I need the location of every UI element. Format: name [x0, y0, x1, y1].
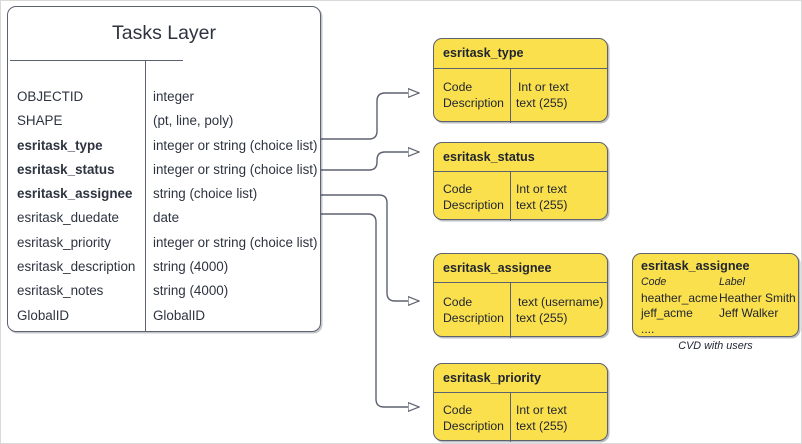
cvd-header-label: Label: [719, 276, 745, 288]
domain-description-type: text (255): [516, 419, 568, 433]
domain-title: esritask_priority: [443, 371, 542, 385]
domain-code-type: Int or text: [518, 80, 569, 94]
cvd-header-row: Code Label: [641, 276, 796, 291]
cvd-header-code: Code: [641, 276, 667, 288]
field-type: integer or string (choice list): [153, 234, 318, 250]
connector-esritask-status: [321, 152, 419, 171]
connector-esritask-assignee: [321, 194, 419, 301]
field-name: GlobalID: [17, 307, 70, 323]
field-name: esritask_type: [17, 137, 103, 153]
cvd-label: Heather Smith: [719, 291, 796, 306]
domain-esritask-type[interactable]: esritask_type Code Description Int or te…: [433, 38, 608, 123]
domain-esritask-priority[interactable]: esritask_priority Code Description Int o…: [433, 363, 608, 442]
field-name: esritask_assignee: [17, 186, 133, 202]
field-type: integer or string (choice list): [153, 137, 318, 153]
header-divider: [434, 392, 607, 393]
domain-description-type: text (255): [516, 198, 568, 212]
table-row[interactable]: esritask_duedate date: [8, 210, 320, 234]
domain-code-label: Code: [443, 182, 473, 196]
field-type: GlobalID: [153, 307, 206, 323]
entity-tasks-layer[interactable]: Tasks Layer OBJECTID integer SHAPE (pt, …: [7, 6, 321, 332]
table-row[interactable]: esritask_assignee string (choice list): [8, 186, 320, 210]
domain-title: esritask_type: [443, 46, 524, 60]
domain-code-type: Int or text: [516, 403, 567, 417]
domain-code-label: Code: [443, 295, 473, 309]
table-row[interactable]: esritask_type integer or string (choice …: [8, 138, 320, 162]
connector-esritask-type: [321, 93, 419, 140]
domain-description-label: Description: [443, 311, 504, 325]
connector-esritask-priority: [321, 213, 419, 407]
header-divider: [434, 171, 607, 172]
field-name: OBJECTID: [17, 89, 84, 104]
header-divider: [10, 60, 183, 61]
domain-title: esritask_status: [443, 150, 535, 164]
field-name: esritask_status: [17, 161, 115, 177]
field-name: SHAPE: [17, 113, 63, 129]
field-type: date: [153, 210, 180, 226]
domain-code-label: Code: [443, 80, 473, 94]
table-row[interactable]: esritask_description string (4000): [8, 259, 320, 283]
field-type: string (choice list): [153, 186, 258, 202]
cvd-caption: CVD with users: [678, 340, 753, 352]
field-name: esritask_description: [17, 259, 136, 275]
table-row[interactable]: SHAPE (pt, line, poly): [8, 113, 320, 137]
domain-description-type: text (255): [516, 311, 568, 325]
field-name: esritask_priority: [17, 234, 111, 250]
field-type: integer or string (choice list): [153, 161, 318, 177]
field-list: OBJECTID integer SHAPE (pt, line, poly) …: [8, 89, 320, 332]
domain-code-label: Code: [443, 403, 473, 417]
domain-code-type: text (username): [518, 295, 604, 309]
cvd-code: heather_acme: [641, 291, 718, 306]
cvd-code: jeff_acme: [641, 306, 693, 321]
field-type: (pt, line, poly): [153, 113, 234, 129]
list-item: ....: [641, 322, 796, 337]
header-divider: [434, 68, 607, 69]
header-divider: [434, 282, 607, 283]
column-divider: [510, 68, 511, 123]
domain-description-type: text (255): [516, 96, 568, 110]
table-row[interactable]: GlobalID GlobalID: [8, 308, 320, 332]
cvd-label: Jeff Walker: [719, 306, 779, 321]
cvd-code: ....: [641, 321, 655, 336]
domain-esritask-assignee[interactable]: esritask_assignee Code Description text …: [433, 253, 608, 338]
table-row[interactable]: esritask_priority integer or string (cho…: [8, 235, 320, 259]
field-type: string (4000): [153, 259, 229, 275]
domain-code-type: Int or text: [516, 182, 567, 196]
list-item: jeff_acme Jeff Walker: [641, 306, 796, 321]
column-divider: [510, 392, 511, 442]
domain-esritask-status[interactable]: esritask_status Code Description Int or …: [433, 142, 608, 221]
list-item: heather_acme Heather Smith: [641, 291, 796, 306]
table-row[interactable]: OBJECTID integer: [8, 89, 320, 113]
column-divider: [510, 282, 511, 338]
cvd-title: esritask_assignee: [641, 259, 750, 273]
domain-description-label: Description: [443, 198, 504, 212]
domain-description-label: Description: [443, 419, 504, 433]
column-divider: [510, 171, 511, 221]
cvd-sample-box[interactable]: esritask_assignee Code Label heather_acm…: [632, 253, 799, 337]
column-divider: [145, 61, 146, 331]
field-type: integer: [153, 89, 194, 104]
page-title: Tasks Layer: [111, 22, 217, 44]
domain-description-label: Description: [443, 96, 504, 110]
field-name: esritask_notes: [17, 283, 104, 299]
domain-title: esritask_assignee: [443, 261, 552, 275]
table-row[interactable]: esritask_notes string (4000): [8, 283, 320, 307]
table-row[interactable]: esritask_status integer or string (choic…: [8, 162, 320, 186]
field-name: esritask_duedate: [17, 210, 119, 226]
cvd-table: Code Label heather_acme Heather Smith je…: [641, 276, 796, 337]
field-type: string (4000): [153, 283, 229, 299]
